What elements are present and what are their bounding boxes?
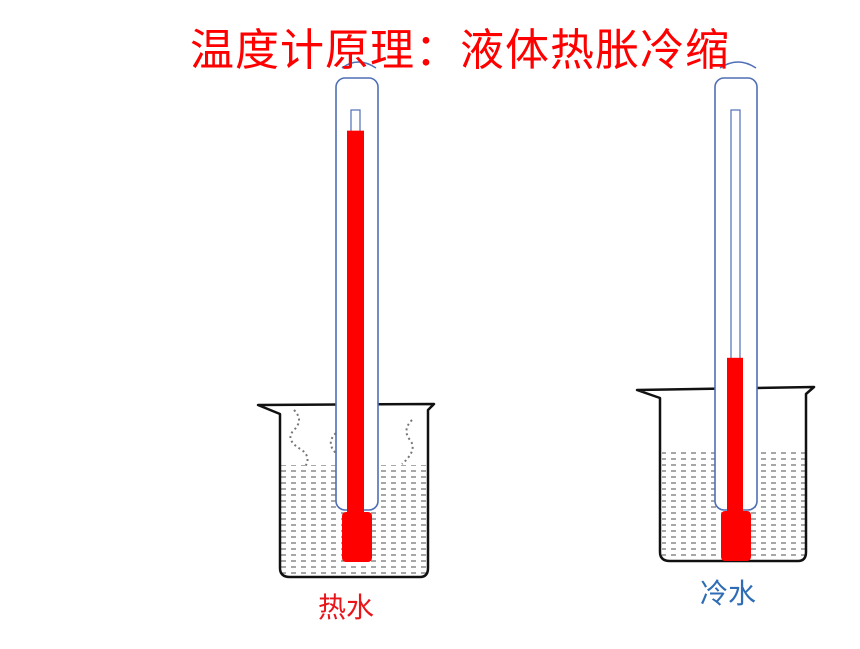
hot-beaker-outline <box>256 402 436 579</box>
hot-thermometer-cap <box>341 61 377 69</box>
page-title: 温度计原理：液体热胀冷缩 <box>190 25 730 76</box>
steam-right-icon <box>401 419 414 465</box>
cold-beaker-outline <box>635 385 816 563</box>
hot-bulb <box>342 512 372 562</box>
cold-thermometer-cap <box>719 61 757 69</box>
hot-water-label: 热水 <box>318 591 375 624</box>
hot-thermometer <box>335 61 379 562</box>
hot-liquid-column <box>347 130 364 523</box>
cold-water-label: 冷水 <box>700 577 757 610</box>
cold-bulb <box>721 511 751 561</box>
cold-thermometer <box>714 61 758 561</box>
steam-left-icon <box>289 409 309 469</box>
cold-liquid-column <box>727 357 743 523</box>
